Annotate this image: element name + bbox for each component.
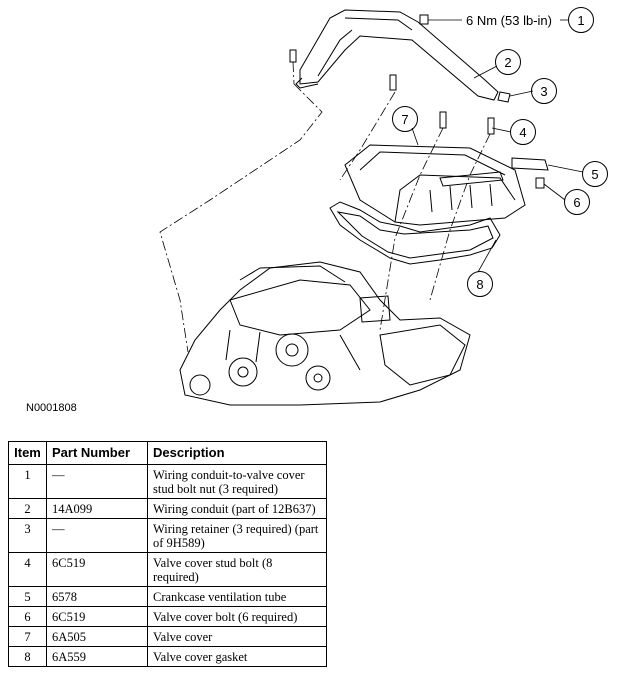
table-row: 2 14A099 Wiring conduit (part of 12B637) [8, 498, 327, 519]
callout-2-number: 2 [504, 55, 511, 70]
wiring-conduit-drawing [295, 9, 499, 101]
fasteners-drawing [289, 14, 549, 189]
item-cell: 6 [8, 606, 47, 627]
table-row: 6 6C519 Valve cover bolt (6 required) [8, 606, 327, 627]
figure-id: N0001808 [26, 402, 77, 414]
callout-5-number: 5 [591, 167, 598, 182]
part-number-cell: — [46, 518, 148, 553]
part-number-cell: 6A505 [46, 626, 148, 647]
description-cell: Wiring conduit-to-valve cover stud bolt … [147, 464, 327, 499]
valve-cover-drawing [344, 144, 526, 226]
header-part-number: Part Number [46, 441, 148, 465]
callout-3-number: 3 [540, 84, 547, 99]
item-cell: 7 [8, 626, 47, 647]
parts-table: Item Part Number Description 1 — Wiring … [8, 441, 327, 667]
valve-cover-gasket-drawing [329, 201, 501, 265]
part-number-cell: 14A099 [46, 498, 148, 519]
callout-8-number: 8 [476, 277, 483, 292]
exploded-view-diagram: 1 2 3 4 5 6 7 8 6 Nm (53 lb-in) [159, 7, 608, 406]
header-description: Description [147, 441, 327, 465]
description-cell: Valve cover stud bolt (8 required) [147, 552, 327, 587]
item-cell: 2 [8, 498, 47, 519]
table-row: 4 6C519 Valve cover stud bolt (8 require… [8, 552, 327, 587]
item-cell: 8 [8, 646, 47, 667]
table-row: 5 6578 Crankcase ventilation tube [8, 586, 327, 607]
item-cell: 3 [8, 518, 47, 553]
description-cell: Crankcase ventilation tube [147, 586, 327, 607]
table-row: 7 6A505 Valve cover [8, 626, 327, 647]
description-cell: Valve cover bolt (6 required) [147, 606, 327, 627]
part-number-cell: 6C519 [46, 552, 148, 587]
description-cell: Valve cover gasket [147, 646, 327, 667]
callouts [392, 7, 608, 297]
callout-1-number: 1 [577, 13, 584, 28]
part-number-cell: 6578 [46, 586, 148, 607]
callout-7-number: 7 [401, 112, 408, 127]
table-row: 8 6A559 Valve cover gasket [8, 646, 327, 667]
part-number-cell: 6C519 [46, 606, 148, 627]
description-cell: Valve cover [147, 626, 327, 647]
table-header-row: Item Part Number Description [8, 441, 327, 465]
part-number-cell: 6A559 [46, 646, 148, 667]
leader-lines [411, 19, 584, 273]
table-row: 3 — Wiring retainer (3 required) (part o… [8, 518, 327, 553]
header-item: Item [8, 441, 47, 465]
torque-spec-label: 6 Nm (53 lb-in) [466, 13, 552, 28]
item-cell: 4 [8, 552, 47, 587]
item-cell: 5 [8, 586, 47, 607]
callout-6-number: 6 [573, 195, 580, 210]
table-row: 1 — Wiring conduit-to-valve cover stud b… [8, 464, 327, 499]
engine-drawing [179, 261, 471, 406]
description-cell: Wiring retainer (3 required) (part of 9H… [147, 518, 327, 553]
alignment-lines [159, 61, 491, 353]
description-cell: Wiring conduit (part of 12B637) [147, 498, 327, 519]
part-number-cell: — [46, 464, 148, 499]
item-cell: 1 [8, 464, 47, 499]
callout-4-number: 4 [519, 125, 526, 140]
